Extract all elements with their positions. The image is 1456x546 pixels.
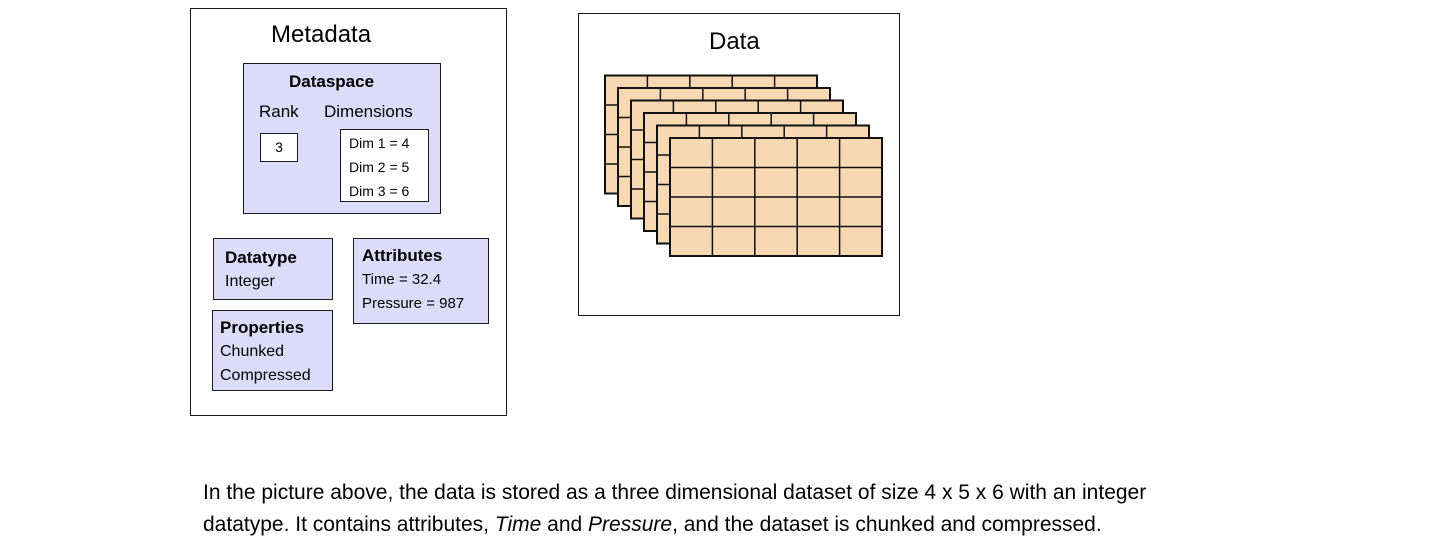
data-title: Data bbox=[709, 28, 760, 55]
metadata-panel: Metadata Dataspace Rank Dimensions 3 Dim… bbox=[190, 8, 507, 416]
dimensions-label: Dimensions bbox=[324, 102, 413, 121]
caption-italic-time: Time bbox=[494, 513, 542, 536]
caption-italic-pressure: Pressure bbox=[588, 513, 673, 536]
dim-1: Dim 1 = 4 bbox=[349, 135, 410, 151]
dim-3: Dim 3 = 6 bbox=[349, 183, 410, 199]
caption-text-a: datatype. It contains attributes, bbox=[203, 513, 495, 536]
caption-text-c: , and the dataset is chunked and compres… bbox=[672, 513, 1102, 536]
metadata-title: Metadata bbox=[271, 21, 372, 48]
dataspace-box: Dataspace Rank Dimensions 3 Dim 1 = 4 Di… bbox=[243, 63, 441, 214]
dataspace-title: Dataspace bbox=[289, 72, 375, 91]
datatype-value: Integer bbox=[225, 273, 275, 290]
attribute-pressure: Pressure = 987 bbox=[362, 295, 465, 312]
caption-line-1: In the picture above, the data is stored… bbox=[203, 481, 1147, 504]
rank-value: 3 bbox=[275, 139, 283, 155]
dim-2: Dim 2 = 5 bbox=[349, 159, 410, 175]
datatype-box: Datatype Integer bbox=[213, 238, 333, 300]
data-stack-graphic bbox=[604, 74, 883, 257]
properties-box: Properties Chunked Compressed bbox=[212, 310, 333, 391]
attribute-time: Time = 32.4 bbox=[362, 271, 442, 288]
properties-title: Properties bbox=[220, 318, 305, 337]
data-panel: Data bbox=[578, 13, 900, 316]
caption-line-2: datatype. It contains attributes, Time a… bbox=[203, 509, 1433, 541]
caption: In the picture above, the data is stored… bbox=[203, 477, 1433, 541]
attributes-title: Attributes bbox=[362, 246, 443, 265]
datatype-title: Datatype bbox=[225, 248, 297, 267]
property-chunked: Chunked bbox=[220, 343, 285, 360]
property-compressed: Compressed bbox=[220, 367, 311, 384]
data-layer-1 bbox=[669, 137, 883, 257]
rank-value-box: 3 bbox=[260, 133, 298, 162]
dimensions-box: Dim 1 = 4 Dim 2 = 5 Dim 3 = 6 bbox=[340, 129, 429, 202]
rank-label: Rank bbox=[259, 102, 299, 121]
caption-text-b: and bbox=[541, 513, 589, 536]
attributes-box: Attributes Time = 32.4 Pressure = 987 bbox=[353, 238, 489, 324]
